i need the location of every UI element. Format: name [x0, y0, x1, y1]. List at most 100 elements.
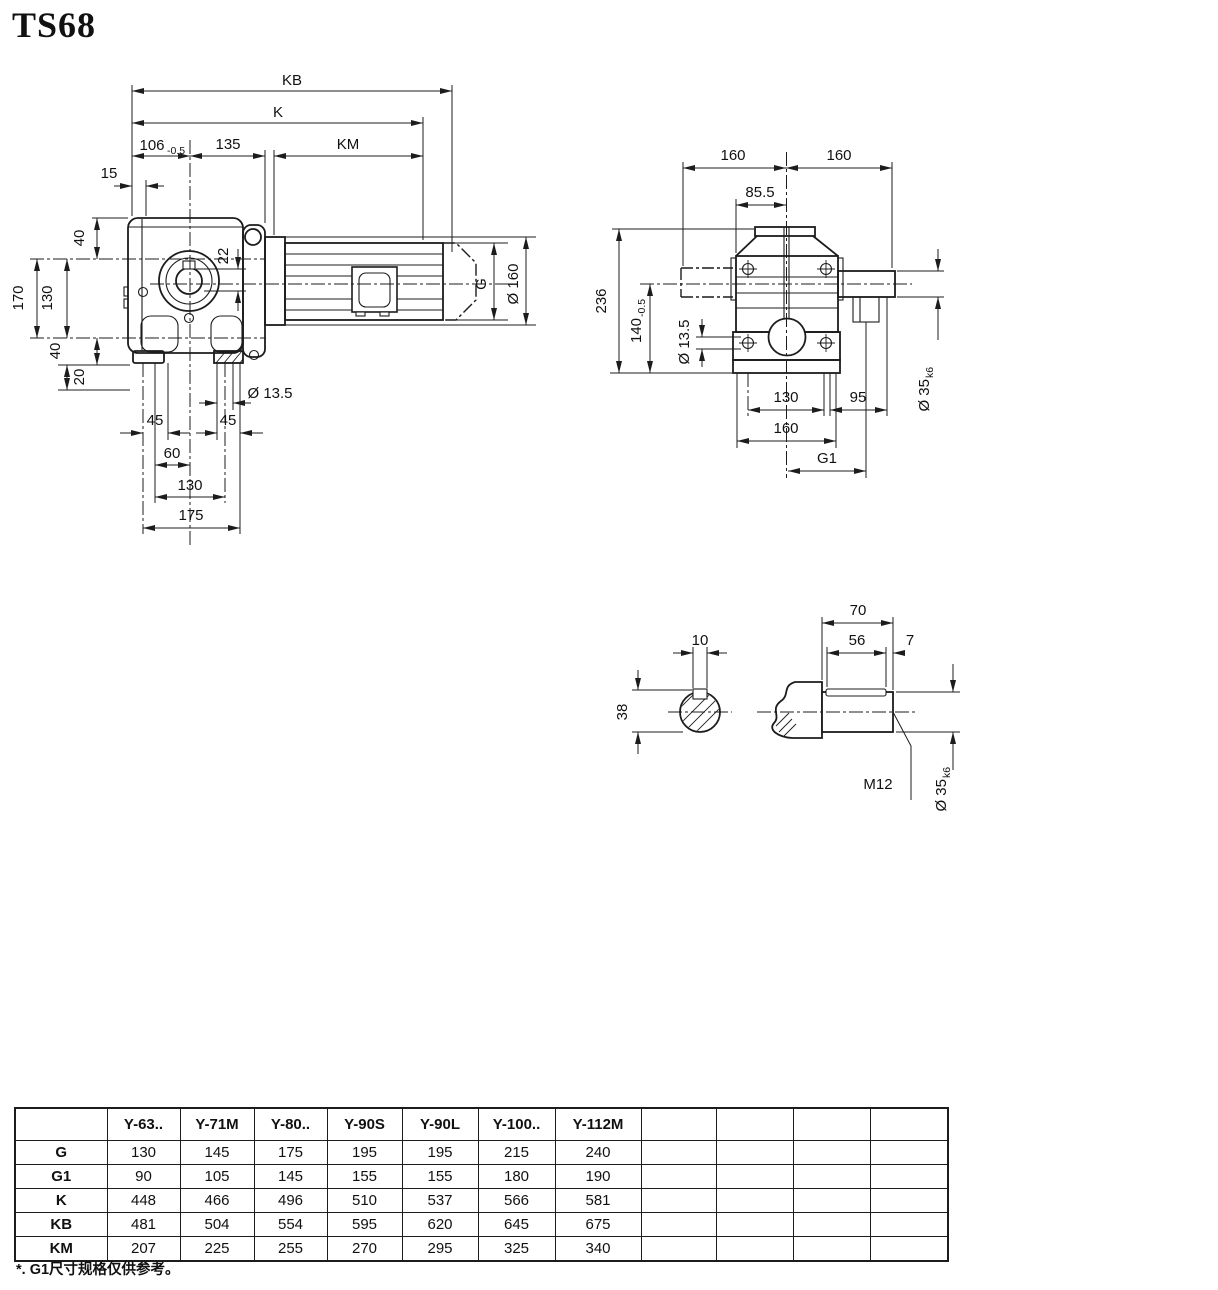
shaft-side-body — [757, 681, 916, 739]
table-header: Y-63.. — [106, 1107, 181, 1141]
table-cell: 195 — [326, 1140, 403, 1165]
table-cell-empty — [792, 1236, 871, 1262]
table-cell-empty — [715, 1236, 794, 1262]
table-header: Y-112M — [554, 1107, 642, 1141]
front-view: KB K 106 -0.5 135 KM 15 40 170 130 — [10, 72, 536, 548]
table-cell-empty — [640, 1164, 717, 1189]
table-header-empty — [715, 1107, 794, 1141]
row-label: G1 — [14, 1164, 108, 1189]
table-cell: 537 — [401, 1188, 479, 1213]
dim-160-left-label: 160 — [720, 147, 745, 164]
dim-70-label: 70 — [850, 602, 867, 619]
dim-130-side-label: 130 — [39, 285, 56, 310]
dim-dia35-side-tolerance: k6 — [924, 367, 936, 378]
table-cell: 510 — [326, 1188, 403, 1213]
dim-170-label: 170 — [10, 285, 27, 310]
dim-m12-label: M12 — [863, 776, 892, 793]
page-title: TS68 — [12, 5, 97, 45]
shaft-length-dimensions: 70 56 7 — [821, 602, 914, 690]
table-header-empty — [792, 1107, 871, 1141]
dim-106-tolerance: -0.5 — [167, 145, 185, 157]
front-right-dimensions: G Ø 160 — [277, 236, 536, 326]
table-cell-empty — [869, 1188, 949, 1213]
shaft-section-circle — [668, 688, 732, 733]
dim-175-label: 175 — [178, 507, 203, 524]
table-cell: 90 — [106, 1164, 181, 1189]
table-cell: 155 — [326, 1164, 403, 1189]
table-cell: 130 — [106, 1140, 181, 1165]
table-row: K 448 466 496 510 537 566 581 — [14, 1188, 949, 1213]
table-cell: 325 — [477, 1236, 556, 1262]
table-cell-empty — [792, 1140, 871, 1165]
table-cell: 481 — [106, 1212, 181, 1237]
dim-60-label: 60 — [164, 445, 181, 462]
table-cell-empty — [640, 1236, 717, 1262]
dim-140-label: 140 — [628, 318, 645, 343]
dim-130-side-label: 130 — [773, 389, 798, 406]
dim-38-label: 38 — [614, 704, 631, 721]
dim-10-label: 10 — [692, 632, 709, 649]
table-row: KM 207 225 255 270 295 325 340 — [14, 1236, 949, 1262]
dim-85-5-label: 85.5 — [745, 184, 774, 201]
table-cell: 581 — [554, 1188, 642, 1213]
table-cell-empty — [792, 1164, 871, 1189]
table-cell-empty — [869, 1212, 949, 1237]
dim-dia35-shaft-label: Ø 35 — [933, 779, 950, 812]
table-cell: 270 — [326, 1236, 403, 1262]
technical-drawing: KB K 106 -0.5 135 KM 15 40 170 130 — [10, 72, 960, 812]
table-cell: 207 — [106, 1236, 181, 1262]
side-housing — [730, 226, 844, 374]
table-cell: 620 — [401, 1212, 479, 1237]
dim-dia160-label: Ø 160 — [505, 264, 522, 305]
table-header-row: Y-63.. Y-71M Y-80.. Y-90S Y-90L Y-100.. … — [14, 1107, 949, 1141]
table-cell: 504 — [179, 1212, 255, 1237]
dim-dia13-5-side-label: Ø 13.5 — [676, 319, 693, 364]
table-cell-empty — [715, 1140, 794, 1165]
table-row: KB 481 504 554 595 620 645 675 — [14, 1212, 949, 1237]
thread-callout: M12 — [863, 711, 912, 800]
shaft-detail-view: 10 38 — [614, 602, 960, 812]
side-left-dimensions: 236 140 -0.5 Ø 13.5 — [593, 228, 754, 374]
table-cell: 340 — [554, 1236, 642, 1262]
table-header: Y-90S — [326, 1107, 403, 1141]
dim-g1-label: G1 — [817, 450, 837, 467]
table-cell-empty — [792, 1188, 871, 1213]
table-header: Y-100.. — [477, 1107, 556, 1141]
table-cell-empty — [715, 1164, 794, 1189]
dim-45-left-label: 45 — [147, 412, 164, 429]
table-cell: 466 — [179, 1188, 255, 1213]
table-cell-empty — [640, 1188, 717, 1213]
table-cell-empty — [869, 1140, 949, 1165]
table-row: G 130 145 175 195 195 215 240 — [14, 1140, 949, 1165]
dim-95-label: 95 — [850, 389, 867, 406]
table-header: Y-80.. — [253, 1107, 328, 1141]
row-label: KM — [14, 1236, 108, 1262]
shaft-height-dimension: 38 — [614, 670, 692, 754]
footnote: *. G1尺寸规格仅供参考。 — [16, 1262, 180, 1278]
table-cell-empty — [715, 1188, 794, 1213]
table-cell-empty — [869, 1236, 949, 1262]
dim-15-label: 15 — [101, 165, 118, 182]
dim-56-label: 56 — [849, 632, 866, 649]
dim-40-top-label: 40 — [71, 230, 88, 247]
row-label: KB — [14, 1212, 108, 1237]
table-cell: 145 — [253, 1164, 328, 1189]
front-bottom-dimensions: Ø 13.5 45 45 60 130 175 — [120, 363, 293, 534]
dim-160-bottom-label: 160 — [773, 420, 798, 437]
table-row: G1 90 105 145 155 155 180 190 — [14, 1164, 949, 1189]
input-shaft-phantom — [680, 267, 733, 298]
dim-40-bottom-label: 40 — [47, 343, 64, 360]
front-keyway-dimension: 22 — [196, 248, 246, 311]
table-cell-empty — [715, 1212, 794, 1237]
motor-body — [264, 236, 477, 326]
table-cell-empty — [792, 1212, 871, 1237]
side-top-dimensions: 160 160 85.5 — [682, 147, 893, 268]
table-cell: 175 — [253, 1140, 328, 1165]
dim-130-bottom-label: 130 — [177, 477, 202, 494]
dim-dia13-5-label: Ø 13.5 — [247, 385, 292, 402]
table-cell: 190 — [554, 1164, 642, 1189]
table-header-empty — [869, 1107, 949, 1141]
side-output-shaft — [837, 270, 896, 323]
dim-106-label: 106 — [139, 137, 164, 154]
